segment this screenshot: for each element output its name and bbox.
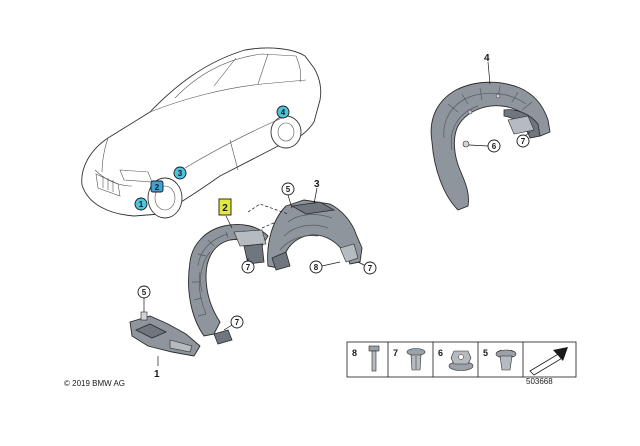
legend-item-8[interactable]: 8	[352, 345, 380, 372]
svg-text:6: 6	[492, 142, 497, 151]
diagram-id: 503668	[526, 377, 553, 386]
svg-text:8: 8	[314, 263, 319, 272]
fastener-callout-7-part3[interactable]: 7	[363, 261, 377, 275]
car-callout-1-label: 1	[139, 200, 144, 209]
svg-text:5: 5	[286, 185, 291, 194]
push-rivet-icon	[368, 345, 380, 372]
legend-item-7[interactable]: 7	[393, 348, 426, 371]
part-2-front-wheel-liner[interactable]	[188, 224, 269, 345]
car-callout-4-label: 4	[281, 108, 286, 117]
legend-item-6[interactable]: 6	[438, 348, 474, 371]
fastener-callout-7-part2-upper[interactable]: 7	[241, 260, 255, 274]
fastener-callout-6-part4[interactable]: 6	[487, 139, 501, 153]
svg-text:7: 7	[393, 348, 398, 358]
copyright-text: © 2019 BMW AG	[64, 379, 125, 388]
fastener-callout-7-part2-lower[interactable]: 7	[230, 315, 244, 329]
svg-text:7: 7	[235, 318, 240, 327]
svg-text:5: 5	[483, 348, 488, 358]
car-callout-4[interactable]: 4	[276, 105, 290, 119]
fastener-legend: 8 7 6 5	[346, 341, 577, 378]
part-4-rear-wheel-liner[interactable]	[430, 81, 551, 211]
svg-text:6: 6	[438, 348, 443, 358]
part-number-2: 2	[222, 203, 228, 214]
svg-text:7: 7	[246, 263, 251, 272]
assembly-line	[261, 221, 277, 229]
car-callout-3-label: 3	[178, 169, 183, 178]
part-1-lower-trim[interactable]	[129, 311, 201, 357]
svg-text:8: 8	[352, 348, 357, 358]
tool-arrow-icon	[529, 347, 568, 376]
push-clip-icon	[495, 349, 517, 371]
hex-nut-icon	[448, 350, 474, 371]
legend-item-5[interactable]: 5	[483, 348, 517, 371]
car-callout-2-label: 2	[155, 183, 160, 192]
part-3-front-upper-liner[interactable]	[267, 199, 363, 271]
svg-text:7: 7	[368, 264, 373, 273]
car-callout-1[interactable]: 1	[134, 197, 148, 211]
part-number-2-highlight[interactable]: 2	[218, 198, 232, 216]
fastener-callout-7-part4[interactable]: 7	[516, 134, 530, 148]
car-callout-2[interactable]: 2	[150, 180, 164, 193]
part-number-3: 3	[314, 179, 320, 190]
part-number-4: 4	[484, 53, 490, 64]
car-callout-3[interactable]: 3	[173, 166, 187, 180]
svg-text:7: 7	[521, 137, 526, 146]
part-number-1: 1	[154, 369, 160, 380]
svg-text:5: 5	[142, 288, 147, 297]
expanding-clip-icon	[406, 348, 426, 371]
fastener-callout-8-part3[interactable]: 8	[309, 260, 323, 274]
fastener-callout-5-part1[interactable]: 5	[137, 285, 151, 299]
fastener-callout-5-part3[interactable]: 5	[281, 182, 295, 196]
